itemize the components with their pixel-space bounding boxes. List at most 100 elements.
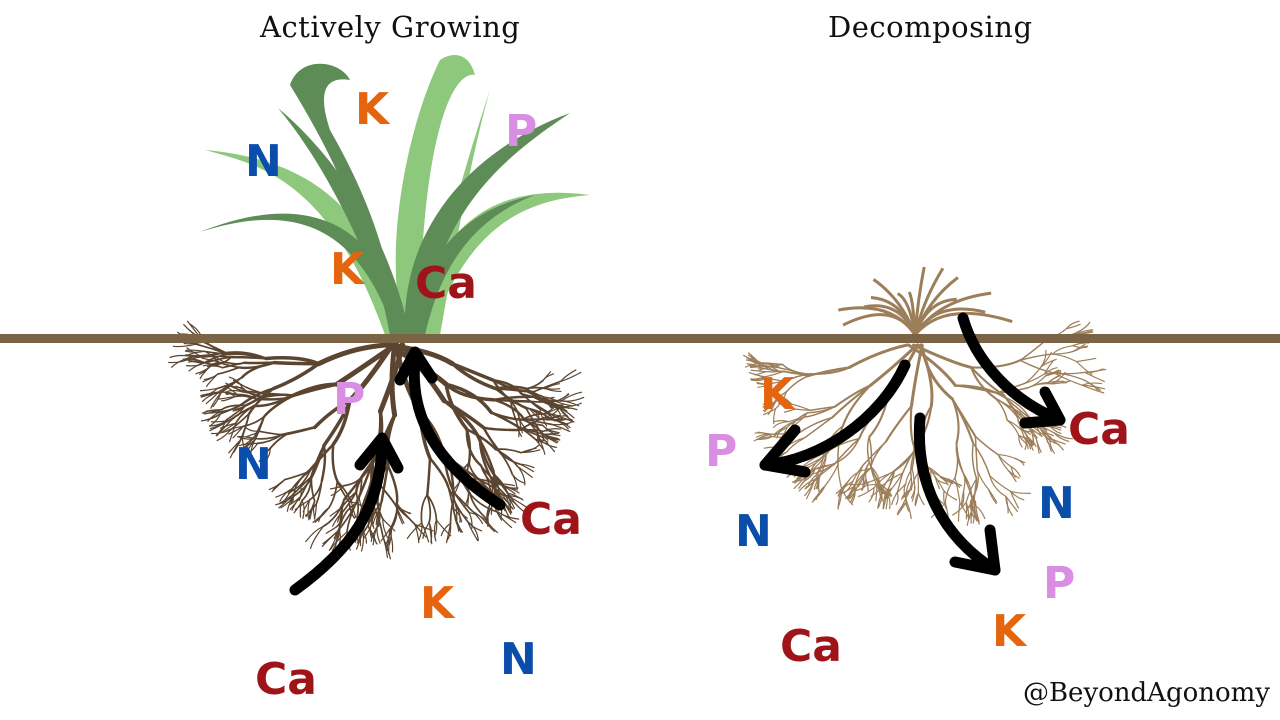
- root-branch: [334, 342, 398, 387]
- root-branch: [418, 522, 423, 541]
- root-branch: [529, 400, 556, 418]
- root-branch: [426, 494, 438, 521]
- root-branch: [1040, 358, 1057, 368]
- root-branch: [322, 530, 339, 545]
- root-branch: [1005, 495, 1019, 512]
- root-branch: [808, 366, 851, 376]
- root-branch: [792, 412, 809, 425]
- root-branch: [492, 395, 535, 402]
- root-branch: [525, 379, 544, 390]
- root-branch: [518, 416, 545, 431]
- root-branch: [774, 426, 788, 437]
- root-branch: [767, 367, 785, 372]
- root-branch: [444, 382, 496, 402]
- root-branch: [773, 425, 786, 436]
- root-branch: [271, 361, 321, 391]
- root-branch: [806, 405, 836, 414]
- living-roots: [168, 320, 585, 560]
- root-branch: [1072, 321, 1091, 335]
- root-branch: [1054, 372, 1083, 386]
- root-branch: [382, 535, 392, 560]
- root-branch: [966, 505, 975, 526]
- root-branch: [195, 365, 212, 375]
- root-branch: [935, 477, 941, 490]
- root-branch: [295, 467, 313, 488]
- root-branch: [252, 415, 266, 443]
- root-branch: [169, 354, 193, 359]
- root-branch: [216, 366, 241, 375]
- root-branch: [301, 500, 305, 520]
- root-branch: [1024, 366, 1042, 384]
- nutrient-n: N: [735, 506, 772, 557]
- root-branch: [545, 387, 562, 393]
- root-branch: [1044, 369, 1060, 377]
- nutrient-p: P: [333, 374, 366, 425]
- root-branch: [390, 502, 398, 528]
- root-branch: [1014, 457, 1025, 466]
- root-branch: [525, 387, 544, 398]
- root-branch: [375, 509, 380, 526]
- root-branch: [314, 507, 330, 523]
- root-branch: [305, 503, 318, 518]
- arrowhead-icon: [949, 524, 1001, 576]
- root-branch: [764, 370, 785, 378]
- root-branch: [428, 521, 433, 545]
- root-branch: [516, 465, 533, 478]
- root-branch: [395, 505, 412, 514]
- root-branch: [974, 435, 978, 471]
- root-branch: [749, 365, 764, 368]
- root-branch: [558, 407, 578, 411]
- root-branch: [259, 430, 283, 436]
- root-branch: [1065, 320, 1080, 330]
- root-branch: [532, 395, 561, 410]
- nutrient-p: P: [505, 106, 538, 157]
- root-branch: [542, 373, 555, 382]
- root-branch: [202, 373, 219, 383]
- root-branch: [952, 501, 967, 516]
- root-branch: [762, 363, 784, 366]
- root-branch: [496, 482, 515, 487]
- ground-line: [0, 334, 1280, 343]
- root-branch: [841, 488, 854, 506]
- root-branch: [1049, 437, 1066, 445]
- root-branch: [861, 478, 867, 491]
- root-branch: [891, 472, 904, 490]
- root-branch: [1018, 434, 1023, 448]
- root-branch: [309, 525, 325, 549]
- root-branch: [971, 442, 978, 480]
- root-branch: [862, 476, 865, 489]
- root-branch: [279, 488, 293, 502]
- root-branch: [857, 487, 875, 498]
- nutrient-k: K: [355, 84, 390, 135]
- root-branch: [897, 501, 908, 516]
- root-branch: [518, 428, 544, 433]
- root-branch: [264, 356, 321, 366]
- root-branch: [807, 474, 817, 488]
- nutrient-n: N: [500, 634, 537, 685]
- root-branch: [313, 503, 318, 520]
- nutrient-n: N: [235, 439, 272, 490]
- root-branch: [835, 479, 850, 495]
- root-branch: [879, 484, 890, 495]
- root-branch: [905, 477, 913, 499]
- root-branch: [221, 361, 246, 369]
- root-branch: [944, 476, 956, 504]
- root-branch: [1008, 470, 1017, 483]
- root-branch: [480, 480, 504, 496]
- root-branch: [226, 389, 243, 393]
- root-branch: [1027, 381, 1049, 389]
- root-branch: [750, 376, 766, 380]
- root-branch: [809, 454, 825, 473]
- root-branch: [1054, 371, 1086, 375]
- root-branch: [1051, 345, 1074, 355]
- arrow-up-left: [289, 439, 388, 596]
- root-branch: [795, 416, 834, 436]
- arrow-up-right: [408, 354, 506, 511]
- root-branch: [467, 521, 479, 542]
- root-branch: [414, 523, 434, 532]
- root-branch: [543, 408, 560, 419]
- root-branch: [1076, 361, 1093, 376]
- root-branch: [511, 473, 518, 491]
- root-branch: [497, 511, 520, 520]
- root-branch: [561, 391, 583, 402]
